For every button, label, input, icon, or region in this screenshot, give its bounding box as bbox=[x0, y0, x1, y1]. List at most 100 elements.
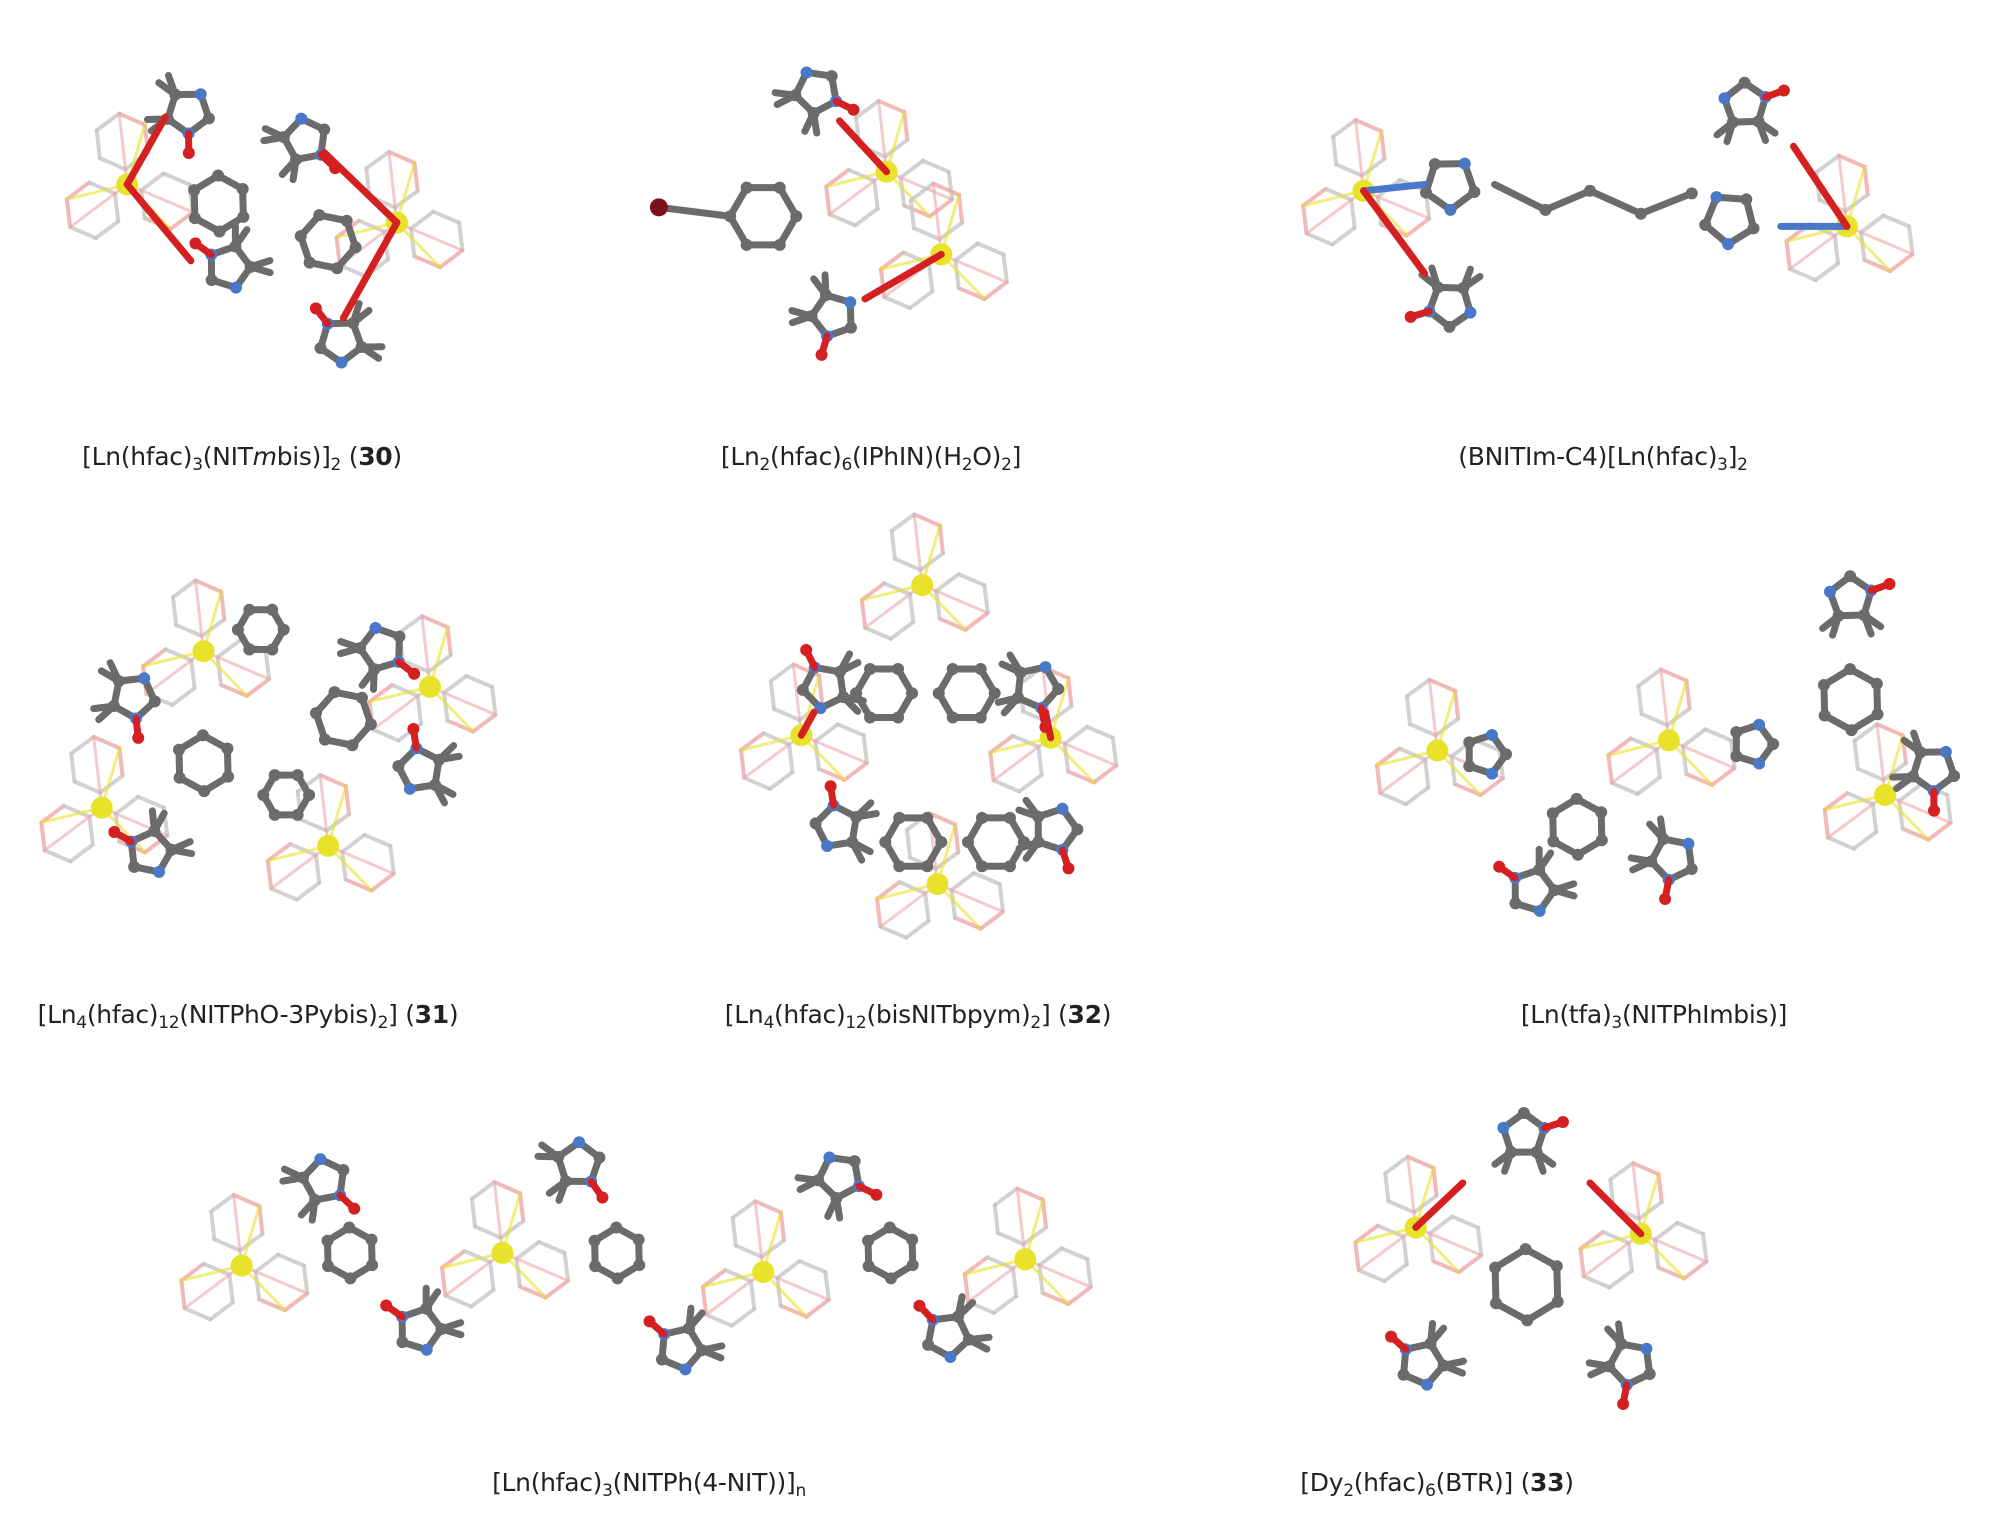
bond bbox=[1412, 1193, 1439, 1215]
ring-atom bbox=[1871, 708, 1884, 721]
bond bbox=[1680, 727, 1708, 749]
bond bbox=[1360, 187, 1429, 277]
bond bbox=[1011, 1266, 1019, 1299]
bond bbox=[934, 572, 961, 594]
bond bbox=[139, 171, 166, 193]
bond bbox=[775, 1259, 802, 1280]
bond bbox=[848, 838, 874, 856]
ring-atom bbox=[961, 836, 974, 849]
ring-atom bbox=[864, 711, 877, 724]
bond bbox=[148, 807, 158, 835]
bond bbox=[1870, 802, 1879, 834]
ring-atom bbox=[611, 1272, 624, 1285]
oxygen-atom bbox=[1062, 862, 1075, 875]
bond bbox=[426, 653, 453, 674]
ring-atom bbox=[1071, 823, 1084, 836]
bond bbox=[1790, 142, 1851, 230]
bond bbox=[863, 583, 924, 630]
bond bbox=[336, 644, 364, 658]
bond bbox=[1875, 722, 1887, 797]
caption-text: O) bbox=[972, 442, 1002, 471]
bond bbox=[978, 909, 1006, 931]
bond bbox=[276, 1252, 306, 1268]
bond bbox=[240, 1264, 309, 1295]
bond bbox=[1397, 746, 1428, 762]
caption-text: (hfac) bbox=[770, 442, 842, 471]
bond bbox=[393, 188, 420, 210]
bond bbox=[1604, 1325, 1625, 1348]
ring-atom bbox=[221, 742, 234, 755]
bond bbox=[954, 1293, 966, 1321]
bond bbox=[388, 843, 396, 876]
bond bbox=[655, 203, 734, 220]
bond bbox=[340, 849, 348, 882]
bond bbox=[68, 842, 95, 864]
ring-atom bbox=[1485, 728, 1498, 741]
caption-subscript: 2 bbox=[377, 1013, 389, 1033]
bond bbox=[1491, 180, 1549, 214]
metal-atom bbox=[192, 640, 215, 663]
bond bbox=[971, 871, 1002, 887]
bond bbox=[43, 806, 104, 852]
bond bbox=[761, 1270, 831, 1302]
bond bbox=[902, 110, 910, 142]
bond bbox=[768, 770, 795, 791]
bond bbox=[817, 673, 825, 706]
bond bbox=[1788, 224, 1849, 271]
bond bbox=[956, 286, 987, 302]
ring-atom bbox=[845, 321, 858, 334]
bond bbox=[700, 1284, 709, 1317]
oxygen-atom bbox=[1928, 804, 1941, 817]
caption-p31: [Ln4(hfac)12(NITPhO-3Pybis)2] (31) bbox=[38, 1000, 459, 1033]
bond bbox=[170, 686, 197, 707]
ring-atom bbox=[1039, 661, 1052, 674]
ring-atom bbox=[1844, 570, 1857, 583]
bond bbox=[791, 662, 803, 737]
bond bbox=[1379, 129, 1387, 162]
bond bbox=[1427, 678, 1439, 752]
ring-atom bbox=[366, 1259, 379, 1272]
bond bbox=[161, 171, 192, 187]
bond bbox=[1586, 1179, 1645, 1238]
ring-atom bbox=[1718, 92, 1731, 105]
ring-atom bbox=[128, 860, 141, 873]
bond bbox=[349, 300, 363, 327]
caption-text: [Ln bbox=[37, 1000, 77, 1029]
oxygen-atom bbox=[1556, 1115, 1569, 1128]
ring-atom bbox=[1845, 724, 1858, 737]
bond bbox=[136, 794, 166, 810]
ring-atom bbox=[202, 112, 215, 125]
bond bbox=[1331, 134, 1339, 167]
bond bbox=[1703, 727, 1734, 743]
bond bbox=[415, 694, 424, 726]
bond bbox=[965, 1333, 993, 1344]
bond bbox=[464, 673, 495, 689]
oxygen-atom bbox=[1493, 860, 1506, 873]
bond bbox=[698, 1342, 726, 1354]
bond bbox=[824, 184, 832, 217]
bond bbox=[419, 614, 450, 630]
ring-atom bbox=[314, 342, 327, 355]
bond bbox=[796, 1176, 822, 1194]
bond bbox=[562, 1250, 571, 1283]
bond bbox=[92, 735, 104, 810]
bond bbox=[992, 1186, 1020, 1208]
bond bbox=[787, 742, 795, 775]
bond bbox=[1578, 1229, 1605, 1251]
bond bbox=[934, 589, 942, 621]
bond bbox=[369, 871, 396, 893]
bond bbox=[340, 832, 367, 854]
bond bbox=[1582, 1232, 1643, 1278]
bond bbox=[1010, 733, 1041, 749]
bond bbox=[117, 112, 129, 186]
ring-atom bbox=[196, 729, 209, 742]
bond bbox=[742, 733, 803, 780]
bond bbox=[488, 1260, 496, 1292]
caption-text: 33 bbox=[1530, 1468, 1565, 1497]
bond bbox=[991, 1294, 1019, 1315]
bond bbox=[927, 197, 955, 219]
bond bbox=[1091, 763, 1119, 785]
bond bbox=[1860, 611, 1885, 631]
bond bbox=[962, 1255, 990, 1277]
bond bbox=[113, 794, 141, 816]
